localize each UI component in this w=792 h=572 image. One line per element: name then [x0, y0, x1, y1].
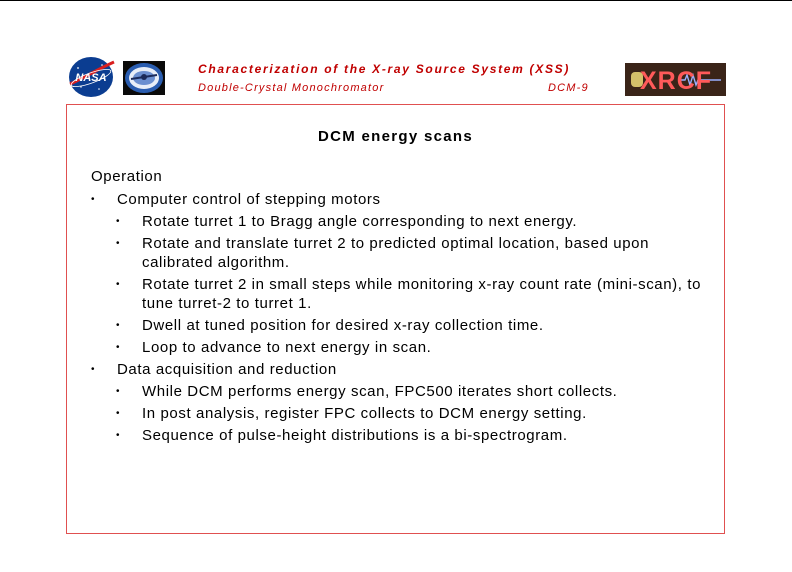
- top-rule: [0, 0, 792, 1]
- bullet: •: [116, 386, 121, 397]
- bullet: •: [116, 320, 121, 331]
- nasa-logo: NASA: [69, 57, 115, 97]
- sub-list-item: • Loop to advance to next energy in scan…: [91, 338, 711, 357]
- header-doc-id: DCM-9: [548, 82, 589, 94]
- xrcf-logo: XRCF: [625, 63, 726, 96]
- sub-list-item-text: Sequence of pulse-height distributions i…: [142, 427, 568, 444]
- content-frame: DCM energy scans Operation • Computer co…: [66, 104, 725, 534]
- header-title: Characterization of the X-ray Source Sys…: [198, 62, 571, 76]
- list-item-text: Computer control of stepping motors: [117, 191, 381, 208]
- sub-list-item: • Sequence of pulse-height distributions…: [91, 426, 711, 445]
- header-subtitle: Double-Crystal Monochromator: [198, 82, 385, 94]
- bullet: •: [91, 364, 96, 375]
- sub-list-item-text: In post analysis, register FPC collects …: [142, 405, 587, 422]
- bullet: •: [116, 238, 121, 249]
- sub-list-item: • Rotate and translate turret 2 to predi…: [91, 234, 711, 272]
- bullet: •: [116, 216, 121, 227]
- sub-list-item: • In post analysis, register FPC collect…: [91, 404, 711, 423]
- sub-list-item-text: Loop to advance to next energy in scan.: [142, 339, 432, 356]
- slide-content: Operation • Computer control of stepping…: [91, 167, 711, 448]
- sub-list-item: • While DCM performs energy scan, FPC500…: [91, 382, 711, 401]
- svg-text:NASA: NASA: [75, 72, 106, 84]
- emblem-logo: [123, 61, 165, 95]
- sub-list-item-text: While DCM performs energy scan, FPC500 i…: [142, 383, 618, 400]
- list-item: • Data acquisition and reduction: [91, 360, 711, 380]
- bullet: •: [116, 279, 121, 290]
- section-heading: Operation: [91, 168, 163, 185]
- list-item: • Computer control of stepping motors: [91, 190, 711, 210]
- bullet: •: [116, 342, 121, 353]
- sub-list-item: • Dwell at tuned position for desired x-…: [91, 316, 711, 335]
- sub-list-item-text: Dwell at tuned position for desired x-ra…: [142, 317, 544, 334]
- sub-list-item-text: Rotate turret 1 to Bragg angle correspon…: [142, 213, 578, 230]
- xrcf-logo-text: XRCF: [640, 67, 712, 95]
- bullet: •: [116, 408, 121, 419]
- sub-list-item-text: Rotate and translate turret 2 to predict…: [142, 235, 650, 271]
- sub-list-item: • Rotate turret 2 in small steps while m…: [91, 275, 711, 313]
- list-item-text: Data acquisition and reduction: [117, 361, 337, 378]
- bullet: •: [116, 430, 121, 441]
- slide-title: DCM energy scans: [317, 128, 474, 145]
- bullet: •: [91, 194, 96, 205]
- sub-list-item-text: Rotate turret 2 in small steps while mon…: [142, 276, 702, 312]
- sub-list-item: • Rotate turret 1 to Bragg angle corresp…: [91, 212, 711, 231]
